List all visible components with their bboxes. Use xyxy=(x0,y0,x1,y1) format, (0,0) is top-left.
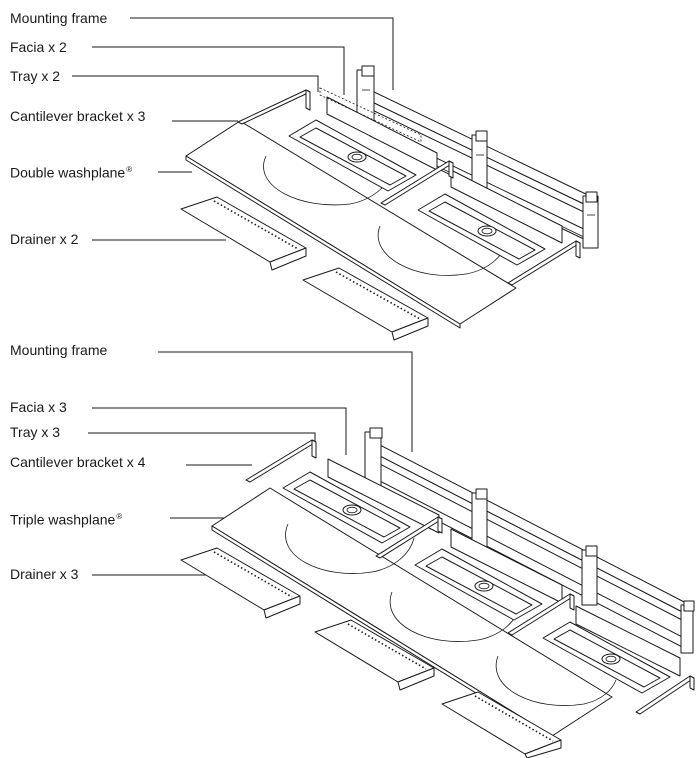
registered-mark-bottom: ® xyxy=(116,512,123,521)
leader-facia xyxy=(92,407,347,455)
washplane-name-top: Double washplane xyxy=(10,164,126,181)
leader-facia xyxy=(92,46,345,95)
label-facia-top: Facia x 2 xyxy=(10,39,67,55)
label-facia-bottom: Facia x 3 xyxy=(10,399,67,415)
label-tray-top: Tray x 2 xyxy=(10,68,61,84)
leader-tray xyxy=(72,75,319,92)
cantilever-brackets-bottom xyxy=(245,439,695,715)
label-washplane-bottom: Triple washplane® xyxy=(10,509,122,528)
leader-mounting-frame xyxy=(158,351,413,452)
drainers-top xyxy=(180,196,429,341)
label-cantilever-top: Cantilever bracket x 3 xyxy=(10,108,146,124)
washplane-name-bottom: Triple washplane xyxy=(10,511,116,528)
label-cantilever-bottom: Cantilever bracket x 4 xyxy=(10,454,146,470)
leader-mounting-frame xyxy=(130,17,394,90)
label-mounting-frame-bottom: Mounting frame xyxy=(10,342,108,358)
label-drainer-bottom: Drainer x 3 xyxy=(10,566,79,582)
label-mounting-frame-top: Mounting frame xyxy=(10,10,108,26)
drainers-bottom xyxy=(180,547,562,758)
double-washplane-top xyxy=(185,120,517,329)
label-tray-bottom: Tray x 3 xyxy=(10,424,61,440)
triple-washplane-assembly xyxy=(88,351,695,758)
registered-mark-top: ® xyxy=(126,165,133,174)
leader-tray xyxy=(88,432,316,446)
facias-bottom xyxy=(327,458,681,677)
mounting-frame-bottom xyxy=(364,427,695,654)
label-drainer-top: Drainer x 2 xyxy=(10,231,79,247)
facias-top xyxy=(319,87,563,244)
leader-lines-top xyxy=(72,17,394,241)
trays-top xyxy=(288,119,546,266)
double-washplane-assembly xyxy=(72,17,599,341)
label-washplane-top: Double washplane® xyxy=(10,162,132,181)
triple-washplane-bottom xyxy=(211,487,617,741)
trays-bottom xyxy=(282,471,671,694)
cantilever-brackets-top xyxy=(237,89,581,286)
